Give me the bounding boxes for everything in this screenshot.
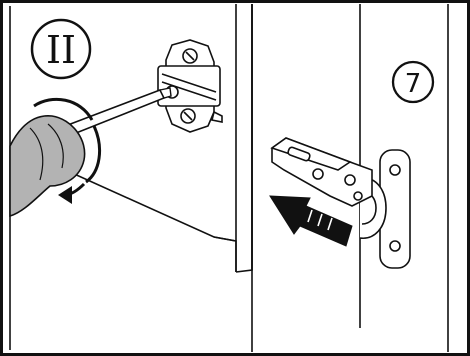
mounting-plate: [158, 40, 222, 132]
rotation-arc-side: [86, 126, 100, 182]
plate-tab: [212, 112, 222, 122]
cup-plate-screw-top: [390, 165, 400, 175]
hinge-arm-screw: [313, 169, 323, 179]
screwdriver: [10, 88, 171, 216]
cabinet-floor-line: [10, 272, 236, 350]
left-panel: II: [10, 4, 252, 350]
hinge-pivot: [354, 192, 362, 200]
plate-rail: [158, 66, 220, 106]
cabinet-lower-edge: [236, 4, 252, 272]
right-panel: 7: [270, 4, 470, 352]
rotation-arrowhead: [58, 186, 72, 204]
cup-plate-screw-bottom: [390, 241, 400, 251]
step-label-text: 7: [405, 69, 422, 99]
step-label-badge-right: 7: [393, 62, 433, 102]
step-label-text: II: [46, 28, 76, 72]
screwdriver-handle: [10, 116, 85, 216]
hinge-pivot: [345, 175, 355, 185]
hinge-arm: [272, 138, 372, 206]
insert-direction-arrow: [270, 196, 352, 246]
cabinet-bottom-front: [214, 237, 236, 241]
step-label-badge-left: II: [32, 20, 90, 78]
